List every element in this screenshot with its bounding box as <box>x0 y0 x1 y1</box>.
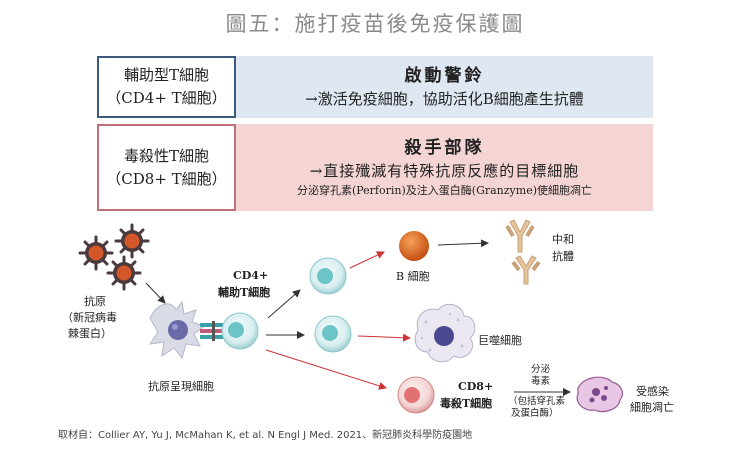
cd4-t-cell-bound-icon <box>221 312 259 350</box>
arrow-antigen-to-apc <box>145 282 166 304</box>
killer-name-line1: 毒殺性T細胞 <box>123 146 209 165</box>
virus-icon <box>114 223 150 259</box>
antigen-presenting-cell-icon <box>148 300 206 360</box>
helper-name-line2: （CD4+ T細胞） <box>106 89 227 107</box>
antibody-icon <box>511 255 541 285</box>
infected-cell-icon <box>576 376 624 413</box>
infected-label-line1: 受感染 <box>636 384 669 398</box>
arrow-to-cd8-t-cell <box>265 349 387 390</box>
cd8-label-line2: 毒殺T細胞 <box>440 396 492 410</box>
apc-label: 抗原呈現細胞 <box>148 379 214 393</box>
arrow-to-upper-t-cell <box>267 289 301 319</box>
secrete-label-line3: （包括穿孔素 <box>508 395 566 407</box>
helper-name-line1: 輔助型T細胞 <box>123 66 209 84</box>
antibody-label-line1: 中和 <box>552 233 574 246</box>
killer-detail: 分泌穿孔素(Perforin)及注入蛋白酶(Granzyme)使細胞凋亡 <box>296 183 593 197</box>
secrete-label-line4: 及蛋白酶） <box>511 407 559 419</box>
cd4-label-line2: 輔助T細胞 <box>218 285 270 299</box>
antibody-icon <box>505 219 535 253</box>
cd8-label-line1: CD8+ <box>458 380 493 393</box>
helper-description: →激活免疫細胞，協助活化B細胞產生抗體 <box>305 90 584 108</box>
helper-t-cell-name-box: 輔助型T細胞 （CD4+ T細胞） <box>97 56 236 118</box>
antigen-label-line3: 棘蛋白） <box>68 326 112 340</box>
arrow-t-cell-to-macrophage <box>357 333 411 342</box>
secrete-label-line1: 分泌 <box>531 363 551 375</box>
helper-t-cell-row: 輔助型T細胞 （CD4+ T細胞） 啟動警鈴 →激活免疫細胞，協助活化B細胞產生… <box>97 56 653 118</box>
killer-t-cell-row: 毒殺性T細胞 （CD8+ T細胞） 殺手部隊 →直接殲滅有特殊抗原反應的目標細胞… <box>97 124 653 211</box>
antigen-label-line1: 抗原 <box>84 294 106 308</box>
helper-t-cell-role-box: 啟動警鈴 →激活免疫細胞，協助活化B細胞產生抗體 <box>236 56 653 118</box>
macrophage-label: 巨噬細胞 <box>478 333 522 347</box>
killer-name-line2: （CD8+ T細胞） <box>106 169 227 188</box>
virus-icon <box>78 235 114 271</box>
macrophage-icon <box>414 303 476 363</box>
killer-role: 殺手部隊 <box>404 137 485 158</box>
source-citation: 取材自：Collier AY, Yu J, McMahan K, et al. … <box>58 430 473 441</box>
killer-t-cell-name-box: 毒殺性T細胞 （CD8+ T細胞） <box>97 124 236 211</box>
cd8-t-cell-icon <box>397 376 435 414</box>
antigen-label-line2: （新冠病毒 <box>62 310 117 324</box>
helper-t-cell-upper-icon <box>309 257 347 295</box>
killer-description: →直接殲滅有特殊抗原反應的目標細胞 <box>309 161 580 180</box>
cd4-label-line1: CD4+ <box>233 269 268 282</box>
page-title: 圖五：施打疫苗後免疫保護圖 <box>225 12 525 36</box>
killer-t-cell-role-box: 殺手部隊 →直接殲滅有特殊抗原反應的目標細胞 分泌穿孔素(Perforin)及注… <box>236 124 653 211</box>
b-cell-label: B 細胞 <box>396 270 430 283</box>
virus-icon <box>106 255 142 291</box>
antibody-label-line2: 抗體 <box>552 249 574 263</box>
infected-label-line2: 細胞凋亡 <box>630 400 674 414</box>
helper-t-cell-middle-icon <box>314 315 352 353</box>
arrow-t-cell-to-b-cell <box>349 251 385 269</box>
arrow-b-cell-to-antibody <box>437 239 489 248</box>
helper-role: 啟動警鈴 <box>404 66 485 86</box>
b-cell-icon <box>399 231 429 261</box>
tcr-mhc-connector-icon <box>200 321 226 341</box>
secrete-label-line2: 毒素 <box>531 375 551 387</box>
